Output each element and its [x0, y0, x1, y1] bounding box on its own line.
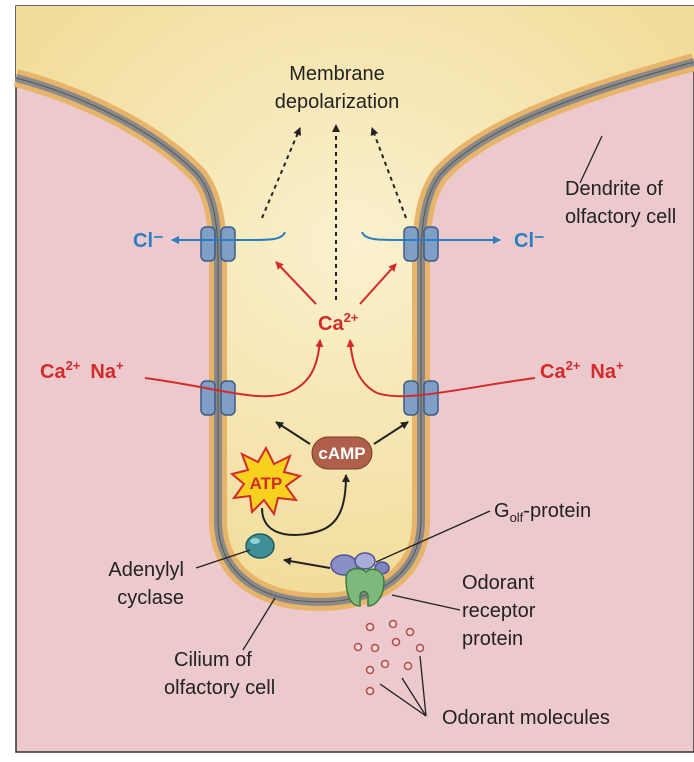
ions-right-label: Ca2+Na+ — [540, 358, 624, 383]
odorant-receptor-label-3: protein — [462, 628, 523, 650]
camp-arrow-right — [373, 421, 409, 445]
odorant-molecule-icon — [405, 627, 415, 637]
gprotein-to-cyclase-arrow — [283, 557, 331, 569]
ca-arrow-left-up — [275, 261, 317, 305]
odorant-receptor-icon — [345, 567, 385, 607]
odorant-molecule-icon — [415, 643, 425, 653]
odorant-molecule-icon — [403, 661, 413, 671]
adenylyl-cyclase-icon — [245, 533, 275, 559]
adenylyl-cyclase-label-2: cyclase — [117, 587, 184, 609]
leader-lines — [195, 135, 603, 717]
atp-starburst-icon: ATP — [229, 445, 303, 517]
adenylyl-cyclase-label-1: Adenylyl — [108, 559, 184, 581]
dendrite-label-1: Dendrite of — [565, 178, 663, 200]
cilium-label-2: olfactory cell — [164, 677, 275, 699]
cilium-label-1: Cilium of — [174, 649, 252, 671]
odorant-molecule-icon — [365, 622, 375, 632]
ions-left-label: Ca2+Na+ — [40, 358, 124, 383]
membrane-depolarization-label-1: Membrane — [289, 63, 385, 85]
golf-protein-label: Golf-protein — [494, 500, 591, 525]
ion-channel-icon — [403, 380, 439, 416]
ion-channel-icon — [200, 226, 236, 262]
odorant-molecule-icon — [365, 665, 375, 675]
depolarization-arrows — [261, 124, 407, 300]
camp-molecule: cAMP — [311, 436, 373, 470]
camp-label: cAMP — [318, 444, 365, 463]
odorant-receptor-label-2: receptor — [462, 600, 536, 622]
cl-arrow-left — [171, 231, 286, 244]
odorant-molecule-icon — [370, 643, 380, 653]
odorant-molecule-icon — [365, 686, 375, 696]
odorant-molecule-icon — [388, 619, 398, 629]
odorant-molecule-icon — [391, 637, 401, 647]
membrane-depolarization-label-2: depolarization — [275, 91, 400, 113]
cl-label-left: Cl⁻ — [133, 230, 164, 252]
atp-to-camp-arrow — [261, 474, 350, 536]
atp-label: ATP — [250, 474, 283, 493]
cl-label-right: Cl⁻ — [514, 230, 545, 252]
ion-channel-icon — [403, 226, 439, 262]
odorant-receptor-label-1: Odorant — [462, 572, 535, 594]
odorant-molecules — [353, 619, 425, 696]
odorant-molecules-label: Odorant molecules — [442, 707, 610, 729]
dendrite-label-2: olfactory cell — [565, 206, 676, 228]
ca-arrow-right-up — [359, 263, 397, 305]
odorant-molecule-icon — [380, 659, 390, 669]
cell-membrane — [13, 53, 694, 612]
influx-arrow-left — [144, 339, 324, 398]
odorant-molecule-icon — [353, 642, 363, 652]
camp-arrow-left — [275, 421, 311, 445]
ca-center-label: Ca2+ — [318, 310, 359, 335]
cl-arrow-right — [361, 231, 501, 244]
influx-arrow-right — [346, 339, 536, 398]
